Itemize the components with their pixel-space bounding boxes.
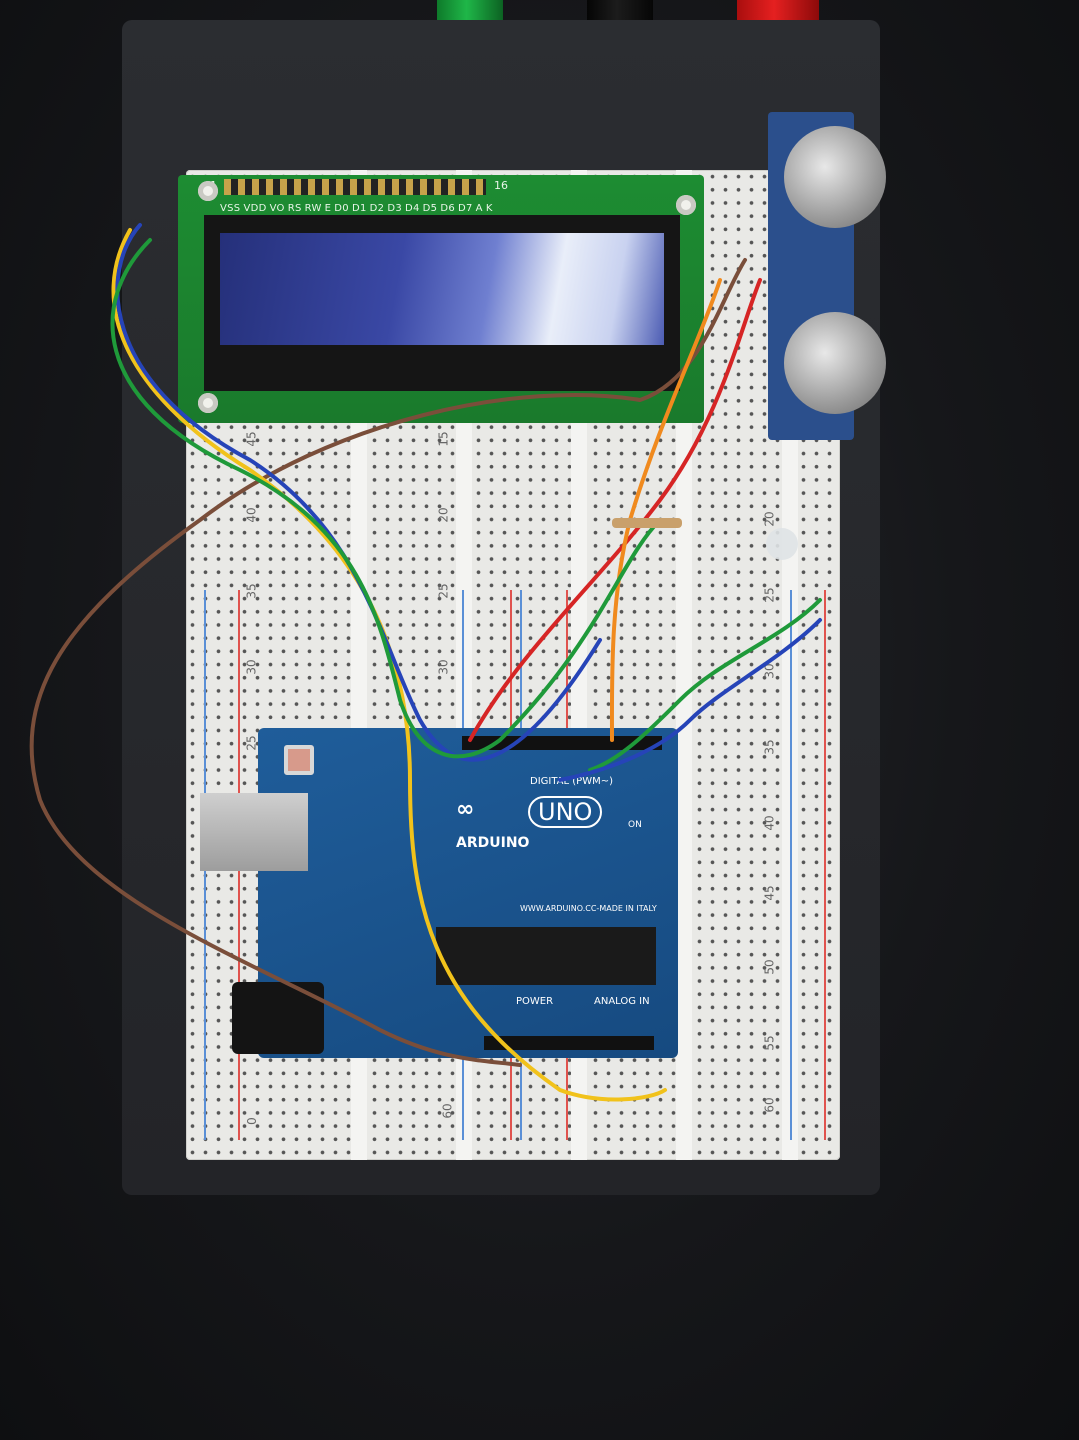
lcd-pin-label: VO <box>269 203 285 214</box>
lcd-pin-label: VDD <box>243 203 267 214</box>
usb-b-connector <box>200 793 308 871</box>
lcd-pin-label: K <box>485 203 493 214</box>
screw-hole <box>676 195 696 215</box>
lcd-pin-label: D6 <box>440 203 455 214</box>
brown-wire <box>29 258 747 1067</box>
led <box>766 528 798 560</box>
ultrasonic-transducer <box>784 312 886 414</box>
resistor <box>612 518 682 528</box>
lcd-pin-label: D7 <box>458 203 473 214</box>
green-wire <box>588 598 822 772</box>
lcd-pin-label: E <box>324 203 332 214</box>
screw-hole <box>198 393 218 413</box>
arduino-brand-text: ARDUINO <box>456 835 530 851</box>
reset-button <box>284 745 314 775</box>
lcd-pin-label: A <box>475 203 483 214</box>
lcd-screen <box>220 233 664 345</box>
digital-label: DIGITAL (PWM~) <box>530 776 613 787</box>
power-label: POWER <box>516 996 554 1007</box>
red-wire <box>468 278 762 742</box>
blue-rail <box>790 590 792 1140</box>
lcd-pin-label: D1 <box>351 203 367 214</box>
lcd-pin-label: D3 <box>387 203 402 214</box>
on-label: ON <box>628 820 642 830</box>
arduino-infinity-logo: ∞ <box>456 797 475 822</box>
lcd-pin-label: VSS <box>220 203 241 214</box>
blue-wire <box>558 618 822 782</box>
ultrasonic-transducer <box>784 126 886 228</box>
url-label: WWW.ARDUINO.CC-MADE IN ITALY <box>520 904 657 913</box>
blue-wire <box>115 223 602 762</box>
analog-label: ANALOG IN <box>594 996 650 1007</box>
red-rail <box>824 590 826 1140</box>
yellow-wire <box>111 228 667 1102</box>
orange-wire <box>609 278 722 742</box>
ultrasonic-sensor <box>768 112 886 440</box>
atmega-chip <box>436 927 656 985</box>
lcd-pin16-label: 16 <box>494 179 508 192</box>
lcd-pin-label: D5 <box>422 203 438 214</box>
lcd-pin-label: D4 <box>404 203 420 214</box>
power-analog-header <box>484 1036 654 1050</box>
lcd-pin-label: D0 <box>334 203 349 214</box>
screw-hole <box>198 181 218 201</box>
lcd-bezel <box>204 215 680 391</box>
lcd-pin-header <box>224 179 486 195</box>
lcd-pin-label: RW <box>304 203 322 214</box>
uno-badge: UNO <box>528 796 603 828</box>
lcd-pin-label: D2 <box>369 203 385 214</box>
green-wire <box>110 238 662 759</box>
lcd-pin-label: RS <box>287 203 302 214</box>
